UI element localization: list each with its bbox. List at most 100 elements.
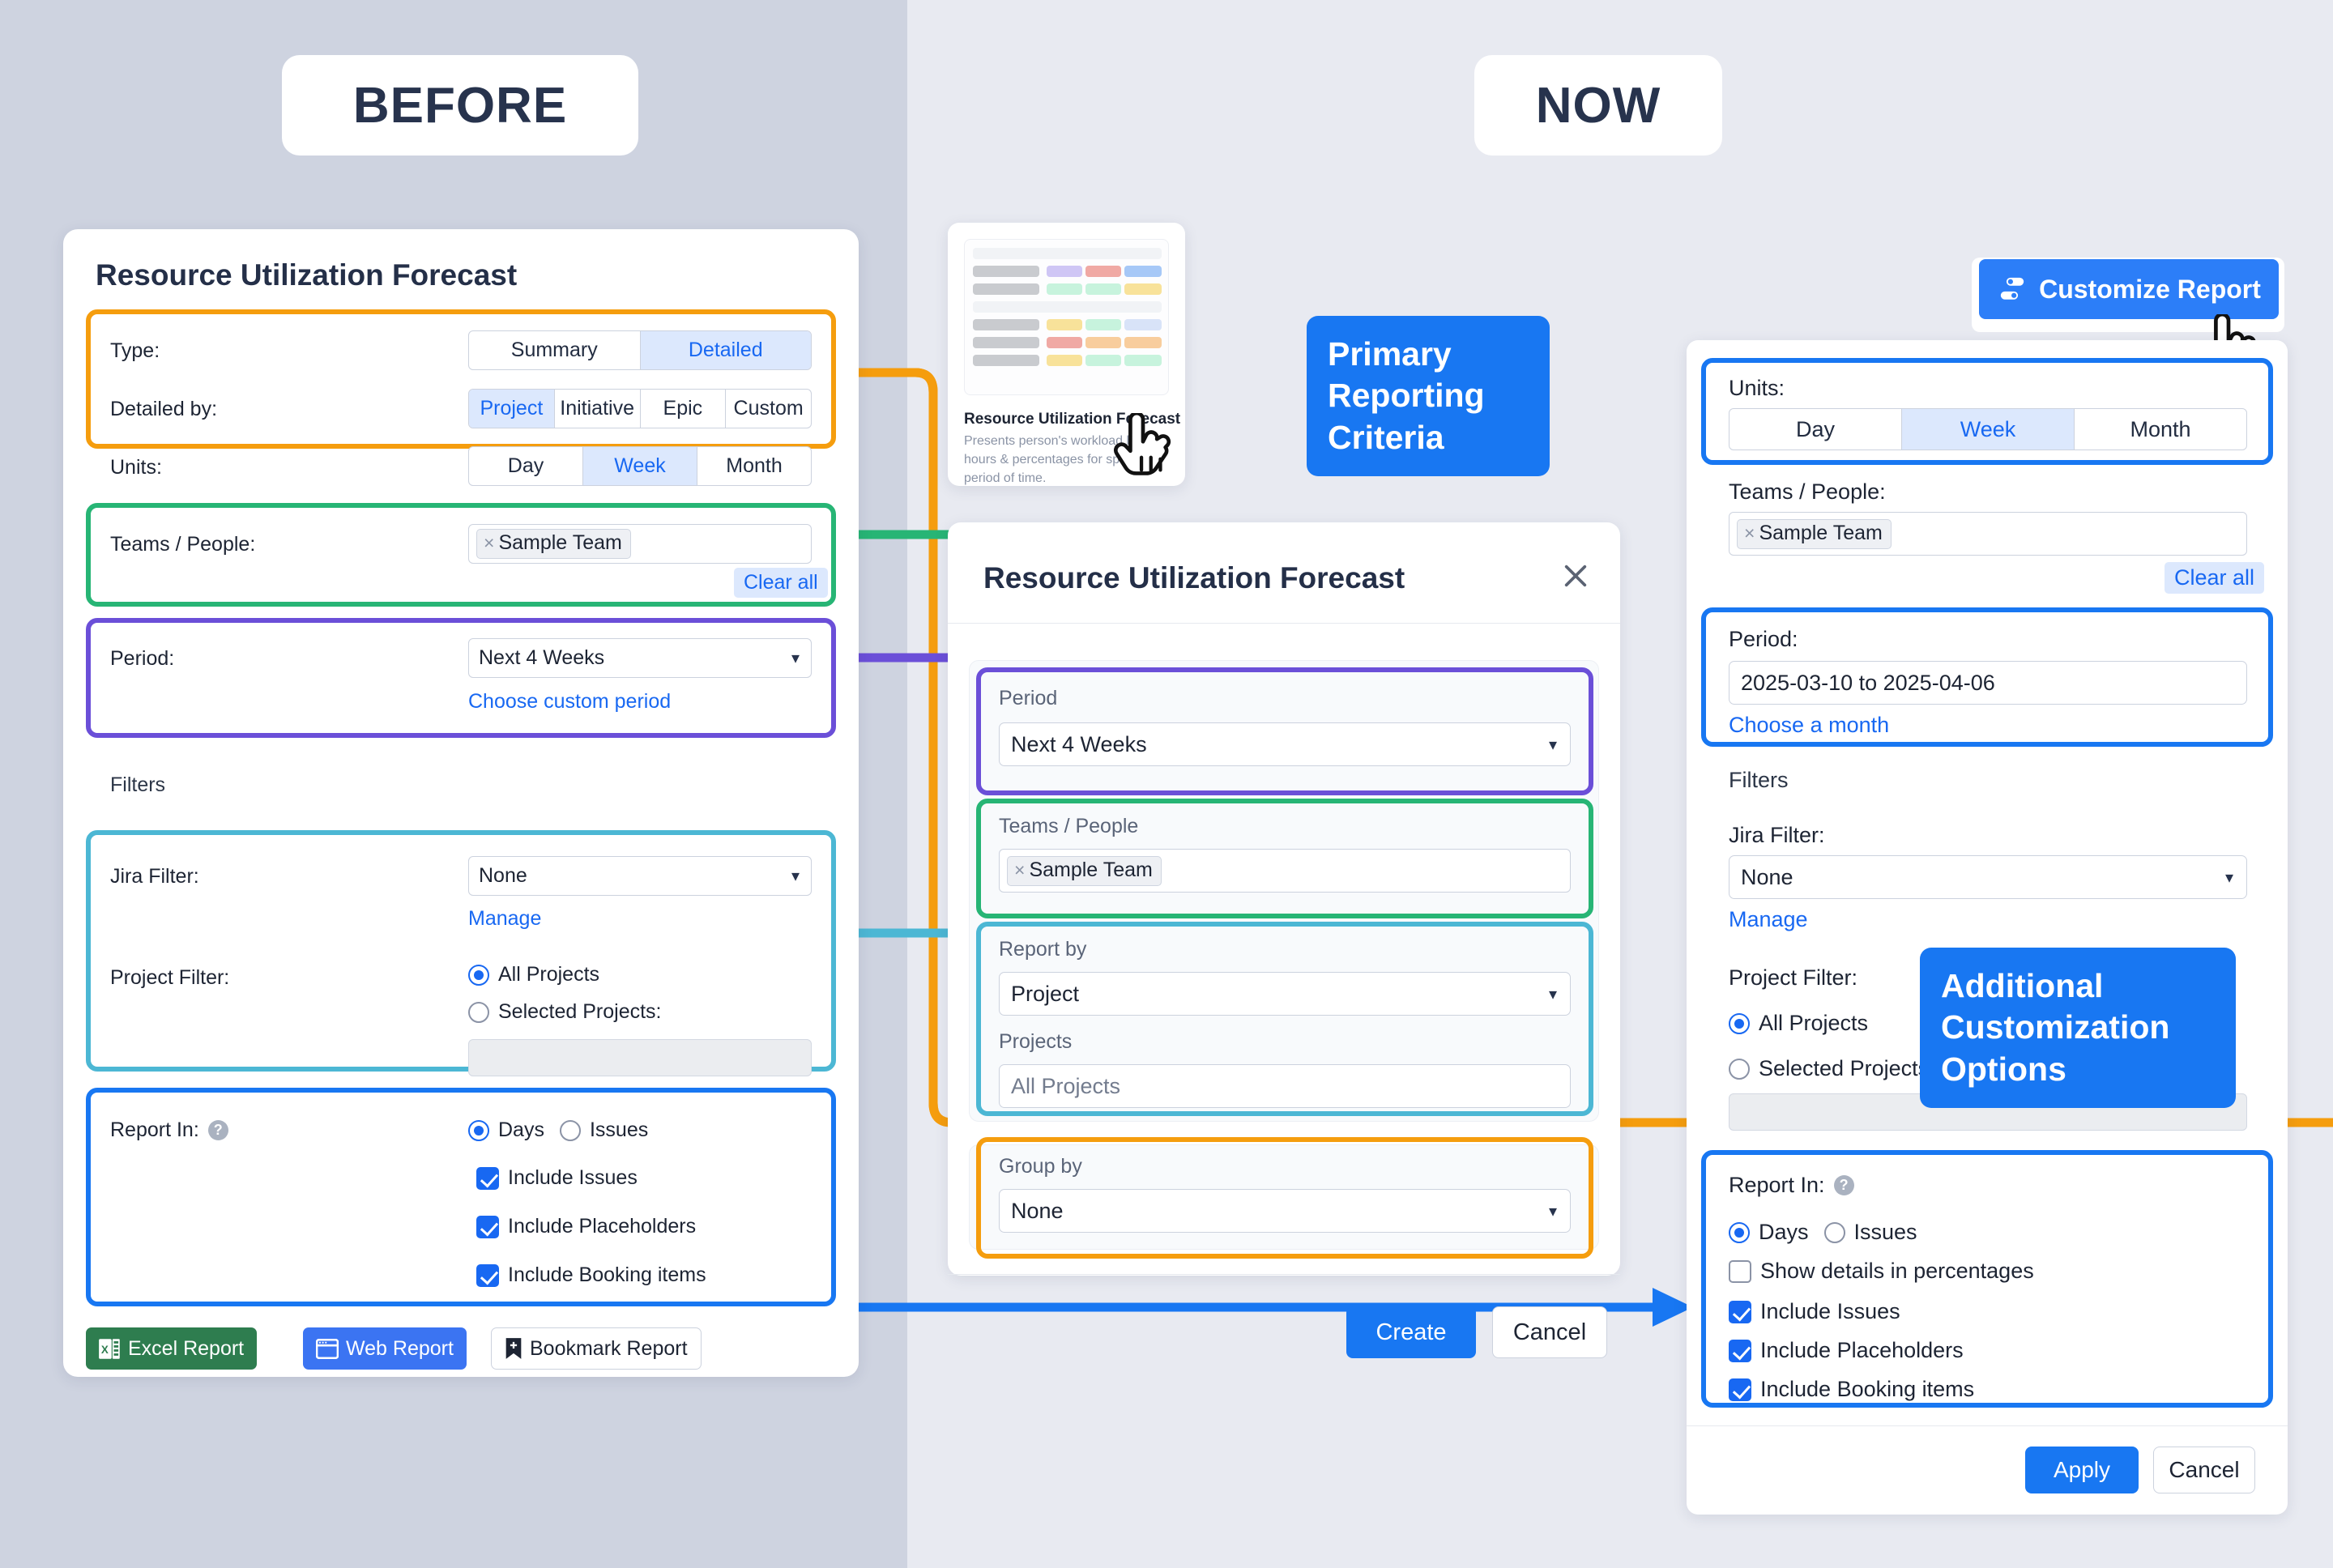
type-option-summary[interactable]: Summary	[469, 331, 641, 369]
modal-teams-input[interactable]: × Sample Team	[999, 849, 1571, 893]
customize-report-button[interactable]: Customize Report	[1979, 259, 2279, 319]
radio-icon-off[interactable]	[1823, 1221, 1845, 1243]
checkbox-include-issues[interactable]: Include Issues	[476, 1166, 638, 1190]
chip-remove-icon[interactable]: ×	[484, 532, 495, 553]
units-option-month[interactable]: Month	[726, 454, 783, 477]
chevron-down-icon: ▾	[791, 650, 800, 667]
now-units-segmented-control[interactable]: Day Week Month	[1729, 408, 2247, 450]
callout-primary-reporting-criteria: Primary Reporting Criteria	[1307, 316, 1550, 476]
checkbox-icon-checked[interactable]	[476, 1166, 499, 1190]
now-radio-all-projects-label: All Projects	[1759, 1011, 1869, 1035]
modal-group-by-value: None	[1011, 1198, 1064, 1223]
checkbox-icon-checked[interactable]	[476, 1215, 499, 1238]
excel-report-button[interactable]: X Excel Report	[86, 1327, 258, 1370]
chip-remove-icon[interactable]: ×	[1014, 859, 1026, 880]
period-select[interactable]: Next 4 Weeks ▾	[468, 638, 812, 678]
now-teams-input[interactable]: × Sample Team	[1729, 512, 2247, 556]
team-chip[interactable]: × Sample Team	[1007, 855, 1162, 886]
detailed-by-option-epic[interactable]: Epic	[641, 390, 727, 428]
apply-button[interactable]: Apply	[2025, 1447, 2139, 1493]
teams-people-input[interactable]: × Sample Team	[468, 524, 812, 564]
close-icon[interactable]	[1562, 561, 1589, 598]
bookmark-report-button[interactable]: Bookmark Report	[491, 1327, 702, 1370]
period-label: Period:	[110, 647, 175, 670]
now-radio-selected-projects[interactable]: Selected Projects:	[1729, 1056, 1935, 1081]
checkbox-icon-checked[interactable]	[1729, 1378, 1751, 1401]
jira-filter-value: None	[479, 864, 527, 887]
help-icon[interactable]: ?	[1833, 1175, 1854, 1195]
highlight-now-report-in	[1701, 1150, 2273, 1408]
detailed-by-option-project[interactable]: Project	[469, 390, 555, 428]
now-units-option-month[interactable]: Month	[2130, 416, 2191, 441]
chevron-down-icon: ▾	[1548, 735, 1557, 754]
now-report-in-radio-group[interactable]: Days Issues	[1729, 1220, 1917, 1245]
now-radio-all-projects[interactable]: All Projects	[1729, 1011, 1868, 1036]
thumbnail-description: Presents person's workload both in hours…	[964, 434, 1166, 486]
modal-group-by-select[interactable]: None ▾	[999, 1189, 1571, 1233]
now-checkbox-show-percentages[interactable]: Show details in percentages	[1729, 1259, 2034, 1284]
web-report-button[interactable]: Web Report	[303, 1327, 467, 1370]
radio-icon-on[interactable]	[1729, 1221, 1750, 1243]
now-jira-filter-select[interactable]: None ▾	[1729, 855, 2247, 899]
report-in-label-row: Report In: ?	[110, 1118, 228, 1142]
jira-filter-select[interactable]: None ▾	[468, 856, 812, 896]
highlight-period-group	[86, 618, 836, 738]
now-units-option-week[interactable]: Week	[1902, 409, 2075, 450]
now-radio-days-label: Days	[1759, 1220, 1809, 1244]
callout-additional-customization-options: Additional Customization Options	[1920, 948, 2236, 1108]
team-chip[interactable]: × Sample Team	[1737, 518, 1892, 549]
manage-link[interactable]: Manage	[468, 907, 542, 930]
radio-icon-off[interactable]	[559, 1119, 581, 1141]
detailed-by-option-custom[interactable]: Custom	[733, 397, 804, 420]
excel-file-icon: X	[99, 1338, 120, 1359]
modal-teams-label: Teams / People	[999, 815, 1139, 837]
help-icon[interactable]: ?	[207, 1120, 228, 1140]
choose-custom-period-link[interactable]: Choose custom period	[468, 690, 672, 713]
radio-selected-projects[interactable]: Selected Projects:	[468, 1000, 662, 1024]
units-option-day[interactable]: Day	[469, 447, 583, 485]
modal-period-select[interactable]: Next 4 Weeks ▾	[999, 722, 1571, 766]
now-teams-label: Teams / People:	[1729, 479, 1886, 504]
clear-all-button[interactable]: Clear all	[734, 568, 828, 598]
chip-label: Sample Team	[498, 531, 622, 554]
choose-a-month-link[interactable]: Choose a month	[1729, 713, 1890, 737]
now-clear-all-button[interactable]: Clear all	[2165, 562, 2265, 594]
checkbox-include-placeholders[interactable]: Include Placeholders	[476, 1215, 696, 1238]
detailed-by-option-initiative[interactable]: Initiative	[555, 390, 641, 428]
type-segmented-control[interactable]: Summary Detailed	[468, 330, 812, 370]
selected-projects-input[interactable]	[468, 1039, 812, 1076]
report-in-radio-group[interactable]: Days Issues	[468, 1118, 648, 1142]
modal-report-by-select[interactable]: Project ▾	[999, 972, 1571, 1016]
now-checkbox-include-placeholders[interactable]: Include Placeholders	[1729, 1338, 1964, 1363]
jira-filter-label: Jira Filter:	[110, 865, 199, 888]
now-checkbox-include-booking[interactable]: Include Booking items	[1729, 1377, 1974, 1402]
report-in-label: Report In:	[110, 1118, 199, 1141]
checkbox-include-booking[interactable]: Include Booking items	[476, 1263, 706, 1287]
radio-icon-on[interactable]	[468, 1119, 489, 1141]
radio-icon-off[interactable]	[1729, 1058, 1750, 1080]
radio-icon-on[interactable]	[468, 964, 489, 986]
checkbox-icon-checked[interactable]	[1729, 1339, 1751, 1362]
create-button[interactable]: Create	[1346, 1306, 1476, 1358]
checkbox-icon-checked[interactable]	[1729, 1300, 1751, 1323]
now-units-option-day[interactable]: Day	[1729, 409, 1902, 450]
radio-icon-off[interactable]	[468, 1001, 489, 1023]
detailed-by-segmented-control[interactable]: Project Initiative Epic Custom	[468, 389, 812, 428]
modal-cancel-button[interactable]: Cancel	[1492, 1306, 1607, 1358]
team-chip[interactable]: × Sample Team	[476, 529, 631, 559]
now-period-input[interactable]: 2025-03-10 to 2025-04-06	[1729, 661, 2247, 705]
chip-remove-icon[interactable]: ×	[1744, 522, 1755, 543]
modal-projects-value: All Projects	[1011, 1073, 1121, 1098]
now-checkbox-include-issues[interactable]: Include Issues	[1729, 1299, 1900, 1324]
modal-projects-input[interactable]: All Projects	[999, 1064, 1571, 1108]
radio-all-projects[interactable]: All Projects	[468, 963, 599, 986]
chevron-down-icon: ▾	[1548, 985, 1557, 1003]
now-manage-link[interactable]: Manage	[1729, 907, 1808, 931]
radio-icon-on[interactable]	[1729, 1012, 1750, 1034]
checkbox-icon-checked[interactable]	[476, 1263, 499, 1287]
type-option-detailed[interactable]: Detailed	[640, 331, 811, 369]
now-cancel-button[interactable]: Cancel	[2153, 1447, 2255, 1493]
units-option-week[interactable]: Week	[583, 447, 697, 485]
checkbox-icon-unchecked[interactable]	[1729, 1259, 1751, 1283]
units-segmented-control[interactable]: Day Week Month	[468, 446, 812, 486]
